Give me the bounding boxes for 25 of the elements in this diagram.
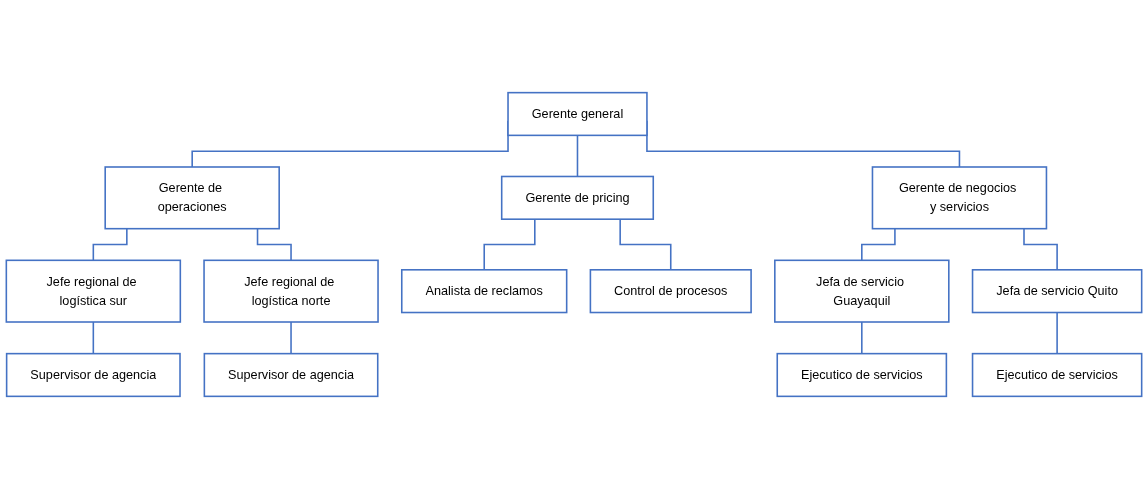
node-box: Ejecutico de servicios [971, 352, 1143, 398]
connector [576, 134, 579, 178]
node-box: Supervisor de agencia [5, 352, 181, 398]
connector [483, 218, 536, 271]
node-box: Gerente de operaciones [104, 166, 280, 230]
connector [619, 218, 672, 271]
node-box: Ejecutico de servicios [776, 352, 948, 398]
connector [256, 227, 292, 262]
connector [290, 321, 292, 355]
connector [92, 227, 128, 262]
connector [861, 321, 863, 355]
connector [1023, 227, 1058, 271]
connector [92, 321, 95, 355]
node-box: Gerente de pricing [500, 175, 655, 220]
connector [1056, 311, 1058, 355]
node-box: Supervisor de agencia [203, 352, 379, 398]
node-box: Gerente general [507, 91, 648, 137]
node-box: Jefa de servicio Guayaquil [774, 259, 950, 323]
node-box: Jefa de servicio Quito [971, 269, 1143, 314]
node-box: Analista de reclamos [400, 269, 568, 314]
connector [861, 227, 896, 262]
node-box: Control de procesos [589, 269, 752, 314]
node-box: Gerente de negocios y servicios [871, 166, 1048, 230]
node-box: Jefe regional de logística norte [203, 259, 379, 323]
node-box: Jefe regional de logística sur [5, 259, 182, 323]
